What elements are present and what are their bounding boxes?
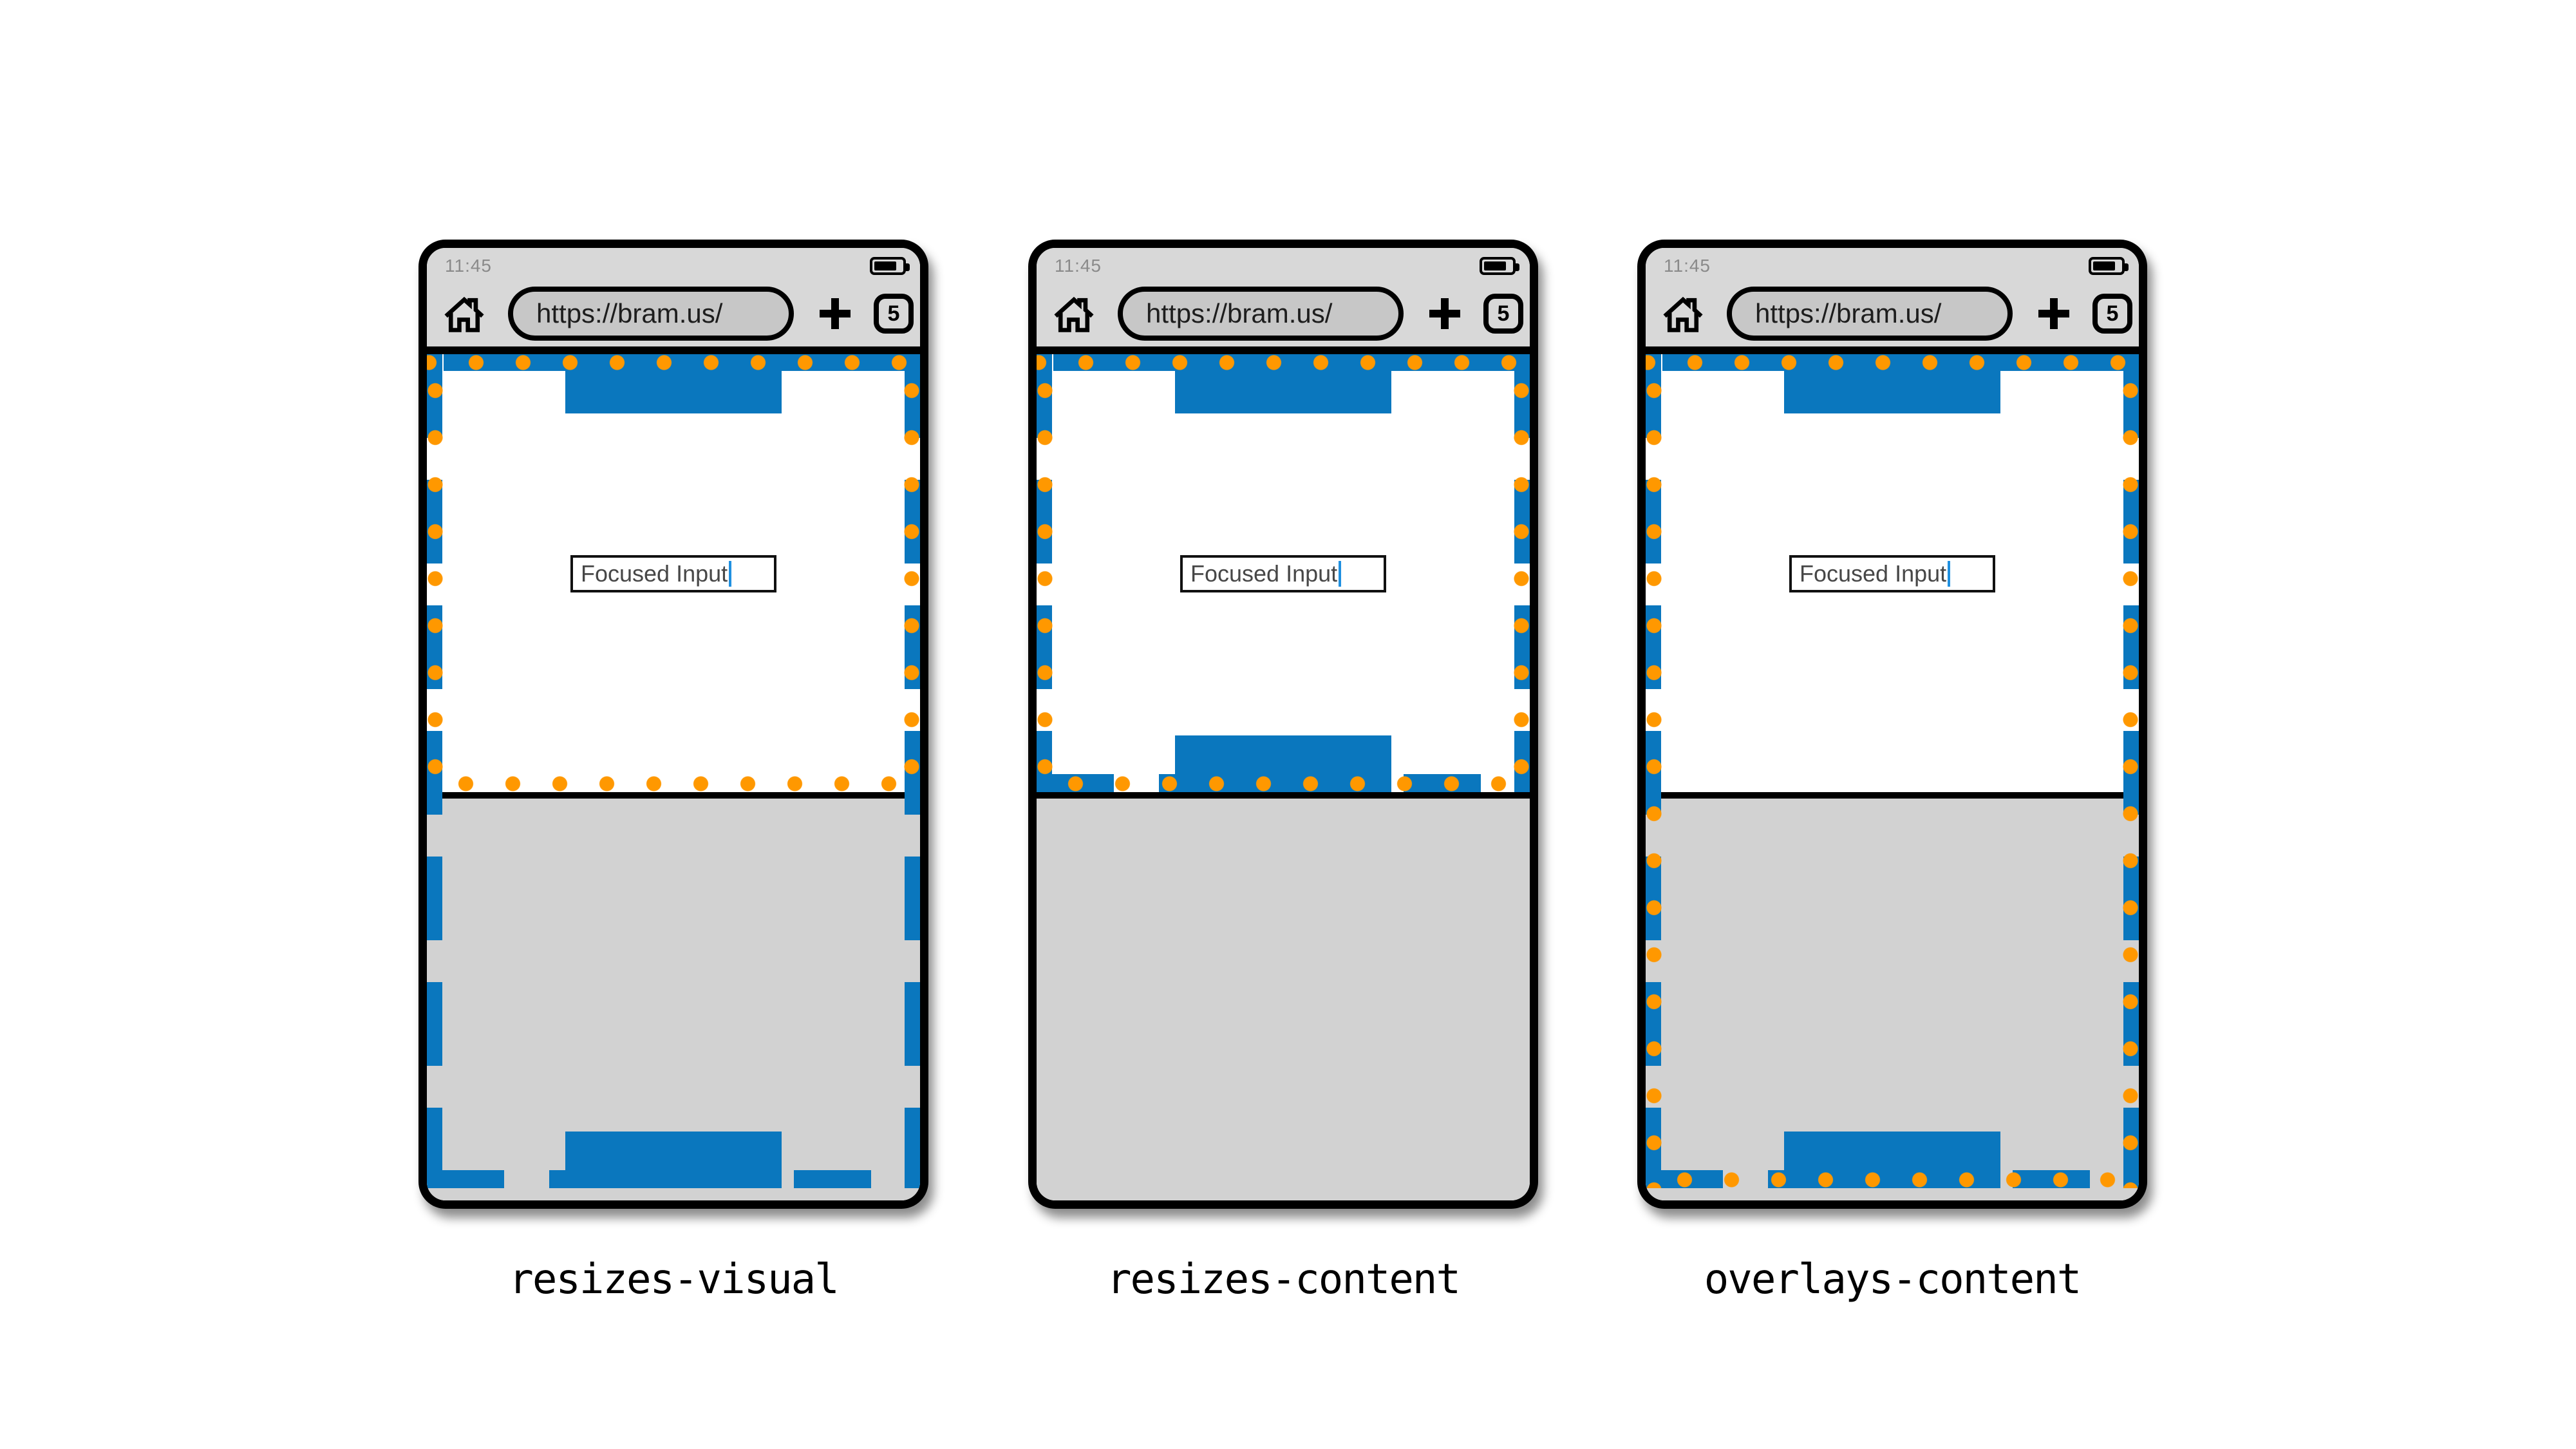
webpage-viewport: Focused Input [427,354,920,1200]
phone-overlays-content: 11:45 https://bram.us/ [1637,240,2147,1303]
focused-input-value: Focused Input [581,560,728,587]
phone-resizes-visual: 11:45 https://bram.us/ [418,240,928,1303]
page-footer-block [1784,1132,2000,1188]
phone-frame: 11:45 https://bram.us/ [1028,240,1538,1209]
page-border-left [1037,354,1052,792]
text-caret [729,561,732,587]
battery-icon [2089,257,2129,275]
text-caret [1948,561,1951,587]
browser-chrome: 11:45 https://bram.us/ [1037,248,1530,354]
page-border-right [905,354,920,1188]
home-icon[interactable] [442,292,486,335]
keyboard-separator [1646,792,2139,799]
tab-counter[interactable]: 5 [1483,294,1523,334]
page-content [427,354,920,1188]
url-text: https://bram.us/ [536,298,723,328]
home-icon[interactable] [1661,292,1705,335]
page-footer-block [565,1132,782,1188]
plus-icon[interactable] [1427,296,1463,332]
focused-input-value: Focused Input [1190,560,1338,587]
url-bar[interactable]: https://bram.us/ [1727,287,2013,341]
page-header-block [565,354,782,413]
battery-icon [870,257,910,275]
keyboard-separator [427,792,920,799]
phone-frame: 11:45 https://bram.us/ [1637,240,2147,1209]
text-caret [1339,561,1342,587]
page-border-right [1514,354,1530,792]
plus-icon[interactable] [817,296,853,332]
home-icon[interactable] [1052,292,1096,335]
url-bar[interactable]: https://bram.us/ [508,287,794,341]
focused-input[interactable]: Focused Input [1180,555,1386,592]
mode-label-resizes-visual: resizes-visual [509,1256,839,1303]
page-header-block [1784,354,2000,413]
status-time: 11:45 [1664,256,1711,276]
tab-count-label: 5 [2106,301,2119,326]
focused-input[interactable]: Focused Input [1789,555,1995,592]
page-footer-block [1175,735,1391,792]
plus-icon[interactable] [2036,296,2072,332]
virtual-keyboard[interactable] [1037,799,1530,1200]
page-border-left [427,354,442,1188]
status-time: 11:45 [1055,256,1102,276]
battery-icon [1480,257,1519,275]
phone-frame: 11:45 https://bram.us/ [418,240,928,1209]
keyboard-separator [1037,792,1530,799]
webpage-viewport: Focused Input [1646,354,2139,1200]
phone-resizes-content: 11:45 https://bram.us/ [1028,240,1538,1303]
tab-count-label: 5 [887,301,900,326]
browser-toolbar: https://bram.us/ 5 [427,284,920,343]
url-text: https://bram.us/ [1146,298,1333,328]
tab-counter[interactable]: 5 [2092,294,2132,334]
status-time: 11:45 [445,256,492,276]
browser-toolbar: https://bram.us/ 5 [1646,284,2139,343]
browser-toolbar: https://bram.us/ 5 [1037,284,1530,343]
mode-label-resizes-content: resizes-content [1107,1256,1461,1303]
browser-chrome: 11:45 https://bram.us/ [1646,248,2139,354]
browser-chrome: 11:45 https://bram.us/ [427,248,920,354]
webpage-viewport: Focused Input [1037,354,1530,1200]
tab-counter[interactable]: 5 [874,294,914,334]
tab-count-label: 5 [1497,301,1510,326]
page-border-left [1646,354,1661,1188]
focused-input[interactable]: Focused Input [570,555,776,592]
focused-input-value: Focused Input [1800,560,1947,587]
url-text: https://bram.us/ [1755,298,1942,328]
page-border-right [2123,354,2139,1188]
url-bar[interactable]: https://bram.us/ [1118,287,1404,341]
page-content [1646,354,2139,1188]
mode-label-overlays-content: overlays-content [1704,1256,2082,1303]
page-header-block [1175,354,1391,413]
